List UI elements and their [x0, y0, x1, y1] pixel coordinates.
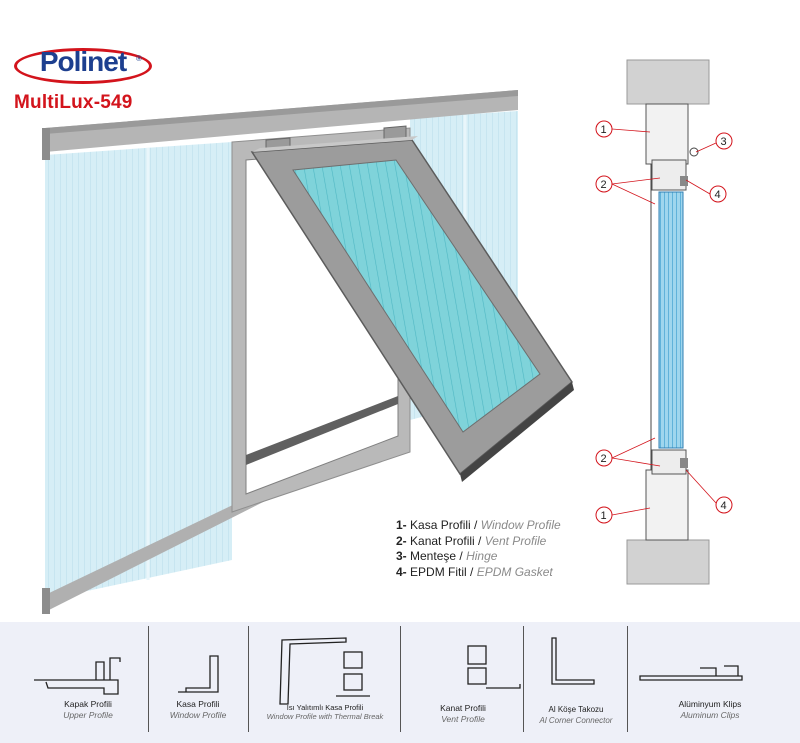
logo-text: Polinet [39, 46, 127, 77]
glass-wall-left [45, 142, 232, 600]
parts-legend: 1- Kasa Profili / Window Profile 2- Kana… [396, 518, 561, 580]
section-callouts: 1 2 3 4 2 4 1 [595, 120, 733, 524]
callout-2-bottom: 2 [601, 453, 607, 465]
callout-2-top: 2 [601, 179, 607, 191]
aluminum-clips-drawing [639, 665, 743, 681]
top-rail [42, 90, 518, 160]
callout-3: 3 [721, 136, 727, 148]
callout-1-top: 1 [601, 124, 607, 136]
legend-row: 3- Menteşe / Hinge [396, 549, 498, 563]
divider [248, 626, 249, 732]
vent-profile-lip [486, 684, 521, 689]
thermal-profile-drawing [279, 637, 347, 705]
upper-profile-drawing [34, 679, 119, 695]
logo-registered-mark: ® [136, 54, 142, 63]
model-name: MultiLux-549 [14, 92, 133, 113]
callout-4-top: 4 [715, 189, 721, 201]
divider [523, 626, 524, 732]
legend-row: 4- EPDM Fitil / EPDM Gasket [396, 564, 553, 579]
section-drawing [626, 59, 710, 585]
profile-drawings [34, 637, 743, 705]
divider [148, 626, 149, 732]
legend-row: 2- Kanat Profili / Vent Profile [396, 533, 547, 548]
polinet-logo: Polinet ® [10, 44, 160, 88]
corner-connector-drawing [551, 637, 595, 685]
logo-oval [14, 48, 152, 84]
vent-profile-chamber [467, 667, 487, 685]
legend-row: 1- Kasa Profili / Window Profile [396, 518, 561, 532]
open-sash [250, 136, 574, 482]
divider [400, 626, 401, 732]
callout-1-bottom: 1 [601, 510, 607, 522]
upper-profile-detail [95, 657, 121, 680]
thermal-profile-chamber [343, 673, 363, 691]
callout-4-bottom: 4 [721, 500, 727, 512]
thermal-profile-chamber [343, 651, 363, 669]
divider [627, 626, 628, 732]
window-profile-drawing [178, 655, 219, 693]
vent-profile-chamber [467, 645, 487, 665]
window-illustration: 1 2 3 4 2 4 1 [42, 59, 733, 614]
